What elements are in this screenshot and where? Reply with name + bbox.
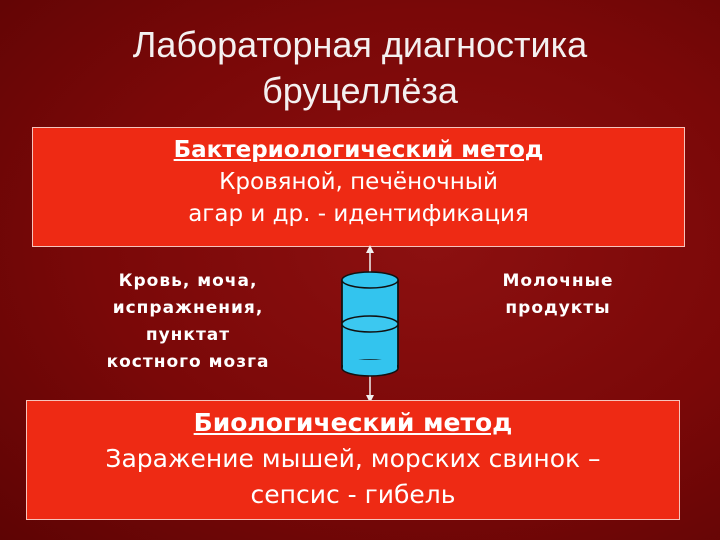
sample-source-item: костного мозга xyxy=(106,352,270,372)
dairy-source-item: Молочные xyxy=(502,271,614,291)
cylinder-bottom-fill xyxy=(343,360,397,368)
slide-title: Лабораторная диагностика бруцеллёза xyxy=(0,22,720,114)
arrow-down-icon xyxy=(366,395,374,403)
biological-method-heading: Биологический метод xyxy=(193,408,513,437)
sample-source-item: испражнения, xyxy=(112,298,264,318)
biological-method-box: Биологический метод Заражение мышей, мор… xyxy=(26,400,680,520)
bacteriological-method-box: Бактериологический метод Кровяной, печён… xyxy=(32,127,685,247)
cylinder-liquid-level xyxy=(341,315,399,333)
cylinder-top xyxy=(341,271,399,289)
arrow-up-icon xyxy=(366,245,374,253)
biological-method-line-1: Заражение мышей, морских свинок – xyxy=(105,444,601,473)
sample-source-item: Кровь, моча, xyxy=(118,271,258,291)
dairy-source-item: продукты xyxy=(505,298,611,318)
dairy-sources-list: Молочные продукты xyxy=(478,268,638,322)
bacteriological-method-heading: Бактериологический метод xyxy=(173,137,544,163)
title-line-2: бруцеллёза xyxy=(262,70,458,111)
sample-sources-list: Кровь, моча, испражнения, пунктат костно… xyxy=(88,268,288,376)
sample-container-cylinder-icon xyxy=(341,245,399,403)
bacteriological-method-line-1: Кровяной, печёночный xyxy=(219,169,498,195)
sample-source-item: пунктат xyxy=(145,325,231,345)
biological-method-line-2: сепсис - гибель xyxy=(250,480,456,509)
title-line-1: Лабораторная диагностика xyxy=(132,24,588,65)
bacteriological-method-line-2: агар и др. - идентификация xyxy=(188,201,529,227)
